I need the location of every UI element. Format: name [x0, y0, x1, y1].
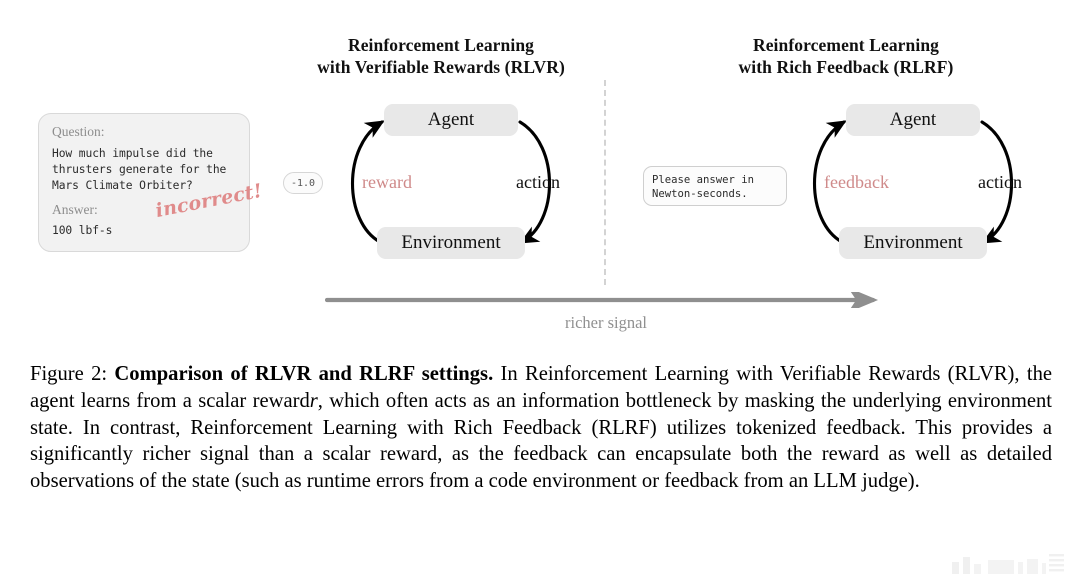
cycle-diagram-rlvr: Agent Environment reward action — [336, 104, 566, 264]
answer-label: Answer: — [52, 201, 98, 217]
heading-rlvr-line1: Reinforcement Learning — [347, 35, 535, 55]
question-text: How much impulse did the thrusters gener… — [52, 146, 227, 192]
figure-caption: Figure 2: Comparison of RLVR and RLRF se… — [30, 361, 1052, 495]
node-environment-rlvr: Environment — [377, 227, 525, 259]
node-environment-rlrf: Environment — [839, 227, 987, 259]
heading-rlrf-line2: with Rich Feedback (RLRF) — [738, 57, 954, 78]
heading-rlrf-line1: Reinforcement Learning — [752, 35, 940, 55]
cycle-diagram-rlrf: Agent Environment feedback action — [798, 104, 1028, 264]
heading-rlvr: Reinforcement Learning with Verifiable R… — [288, 34, 594, 79]
edge-label-action-rlrf: action — [978, 172, 1022, 192]
answer-text: 100 lbf-s — [52, 223, 113, 237]
caption-body-part2: , which often acts as an information bot… — [30, 389, 1052, 493]
question-label: Question: — [52, 124, 105, 139]
caption-figure-number: Figure 2: — [30, 363, 108, 385]
edge-label-action-rlvr: action — [516, 172, 560, 192]
edge-label-reward: reward — [362, 172, 412, 192]
richer-signal-label: richer signal — [564, 313, 647, 332]
cycle-arrows-rlvr — [351, 120, 551, 244]
edge-label-feedback: feedback — [824, 172, 889, 192]
vertical-dashed-divider — [604, 80, 606, 285]
node-agent-rlrf: Agent — [846, 104, 980, 136]
node-agent-rlvr: Agent — [384, 104, 518, 136]
reward-value-pill: -1.0 — [283, 172, 323, 194]
caption-body-part1: In Reinforcement Learning with Verifiabl… — [30, 363, 1053, 412]
question-answer-card: Question: How much impulse did the thrus… — [38, 113, 250, 252]
richer-signal-arrow — [325, 292, 879, 308]
cycle-arrows-rlrf — [813, 120, 1013, 244]
feedback-text-box: Please answer in Newton-seconds. — [643, 166, 787, 206]
caption-math-symbol: r — [309, 389, 318, 412]
heading-rlvr-line2: with Verifiable Rewards (RLVR) — [317, 57, 565, 78]
heading-rlrf: Reinforcement Learning with Rich Feedbac… — [700, 34, 992, 79]
caption-bold-title: Comparison of RLVR and RLRF settings. — [114, 363, 494, 385]
watermark — [952, 554, 1064, 574]
